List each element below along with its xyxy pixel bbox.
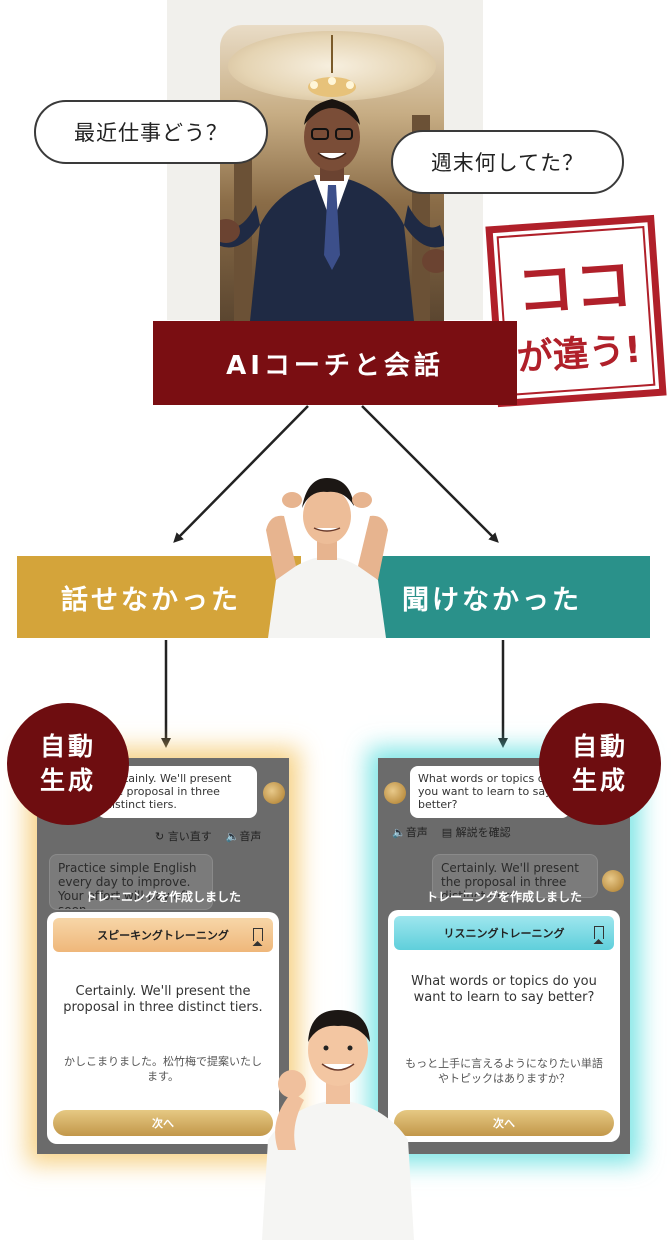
explain-button[interactable]: ▤ 解説を確認	[442, 824, 511, 840]
ai-coach-banner: AIコーチと会話	[153, 321, 517, 405]
japanese-translation: もっと上手に言えるようになりたい単語やトピックはありますか？	[405, 1057, 603, 1085]
stamp-line1: ココ	[514, 250, 634, 326]
stamp-line2: が違う!	[516, 330, 643, 380]
japanese-translation: かしこまりました。松竹梅で提案いたします。	[64, 1055, 262, 1083]
could-not-speak-banner: 話せなかった	[17, 556, 301, 638]
speech-bubble-work: 最近仕事どう？	[34, 100, 268, 164]
coach-avatar-icon	[384, 782, 406, 804]
auto-generated-badge: 自動 生成	[539, 703, 661, 825]
happy-person-illustration	[262, 1010, 414, 1240]
auto-generated-badge: 自動 生成	[7, 703, 129, 825]
badge-line2: 生成	[571, 766, 628, 795]
badge-line2: 生成	[39, 766, 96, 795]
refresh-icon: ↻	[155, 830, 168, 843]
speaker-icon: 🔈	[225, 830, 240, 843]
audio-button[interactable]: 🔈音声	[392, 824, 428, 840]
listening-training-card: リスニングトレーニング What words or topics do you …	[388, 910, 620, 1142]
coach-avatar-icon	[263, 782, 285, 804]
retry-label: 言い直す	[167, 830, 212, 843]
ai-message-bubble: What words or topics do you want to lear…	[410, 766, 570, 818]
difference-stamp: ココ が違う!	[485, 214, 667, 408]
frustrated-person-illustration	[266, 478, 388, 638]
speech-bubble-weekend: 週末何してた？	[391, 130, 624, 194]
next-button[interactable]: 次へ	[53, 1110, 273, 1136]
user-message-bubble: Practice simple English every day to imp…	[49, 854, 213, 910]
retry-button[interactable]: ↻ 言い直す	[155, 828, 212, 844]
could-not-listen-banner: 聞けなかった	[376, 556, 650, 638]
card-header: スピーキングトレーニング	[53, 918, 273, 952]
next-button[interactable]: 次へ	[394, 1110, 614, 1136]
speaking-training-card: スピーキングトレーニング Certainly. We'll present th…	[47, 912, 279, 1144]
bookmark-icon[interactable]	[253, 928, 263, 941]
card-title: リスニングトレーニング	[443, 927, 565, 940]
audio-button[interactable]: 🔈音声	[226, 828, 262, 844]
badge-line1: 自動	[571, 732, 628, 761]
document-icon: ▤	[441, 826, 456, 839]
english-sentence: Certainly. We'll present the proposal in…	[63, 984, 263, 1015]
card-header: リスニングトレーニング	[394, 916, 614, 950]
user-avatar-icon	[602, 870, 624, 892]
overlay-title: トレーニングを作成しました	[425, 890, 582, 904]
card-title: スピーキングトレーニング	[97, 929, 229, 942]
audio-label: 音声	[405, 826, 428, 839]
coach-illustration	[220, 35, 444, 321]
message-tools: ↻ 言い直す 🔈音声	[155, 828, 261, 844]
speaking-training-screen: Certainly. We'll present the proposal in…	[37, 758, 289, 1154]
speaker-icon: 🔈	[392, 826, 406, 839]
bookmark-icon[interactable]	[594, 926, 604, 939]
english-sentence: What words or topics do you want to lear…	[411, 974, 597, 1005]
message-tools: 🔈音声 ▤ 解説を確認	[392, 824, 511, 840]
audio-label: 音声	[239, 830, 262, 843]
explain-label: 解説を確認	[455, 826, 511, 839]
overlay-title: トレーニングを作成しました	[84, 890, 241, 904]
badge-line1: 自動	[39, 732, 96, 761]
user-message-bubble: Certainly. We'll present the proposal in…	[432, 854, 598, 898]
listening-training-screen: What words or topics do you want to lear…	[378, 758, 630, 1154]
